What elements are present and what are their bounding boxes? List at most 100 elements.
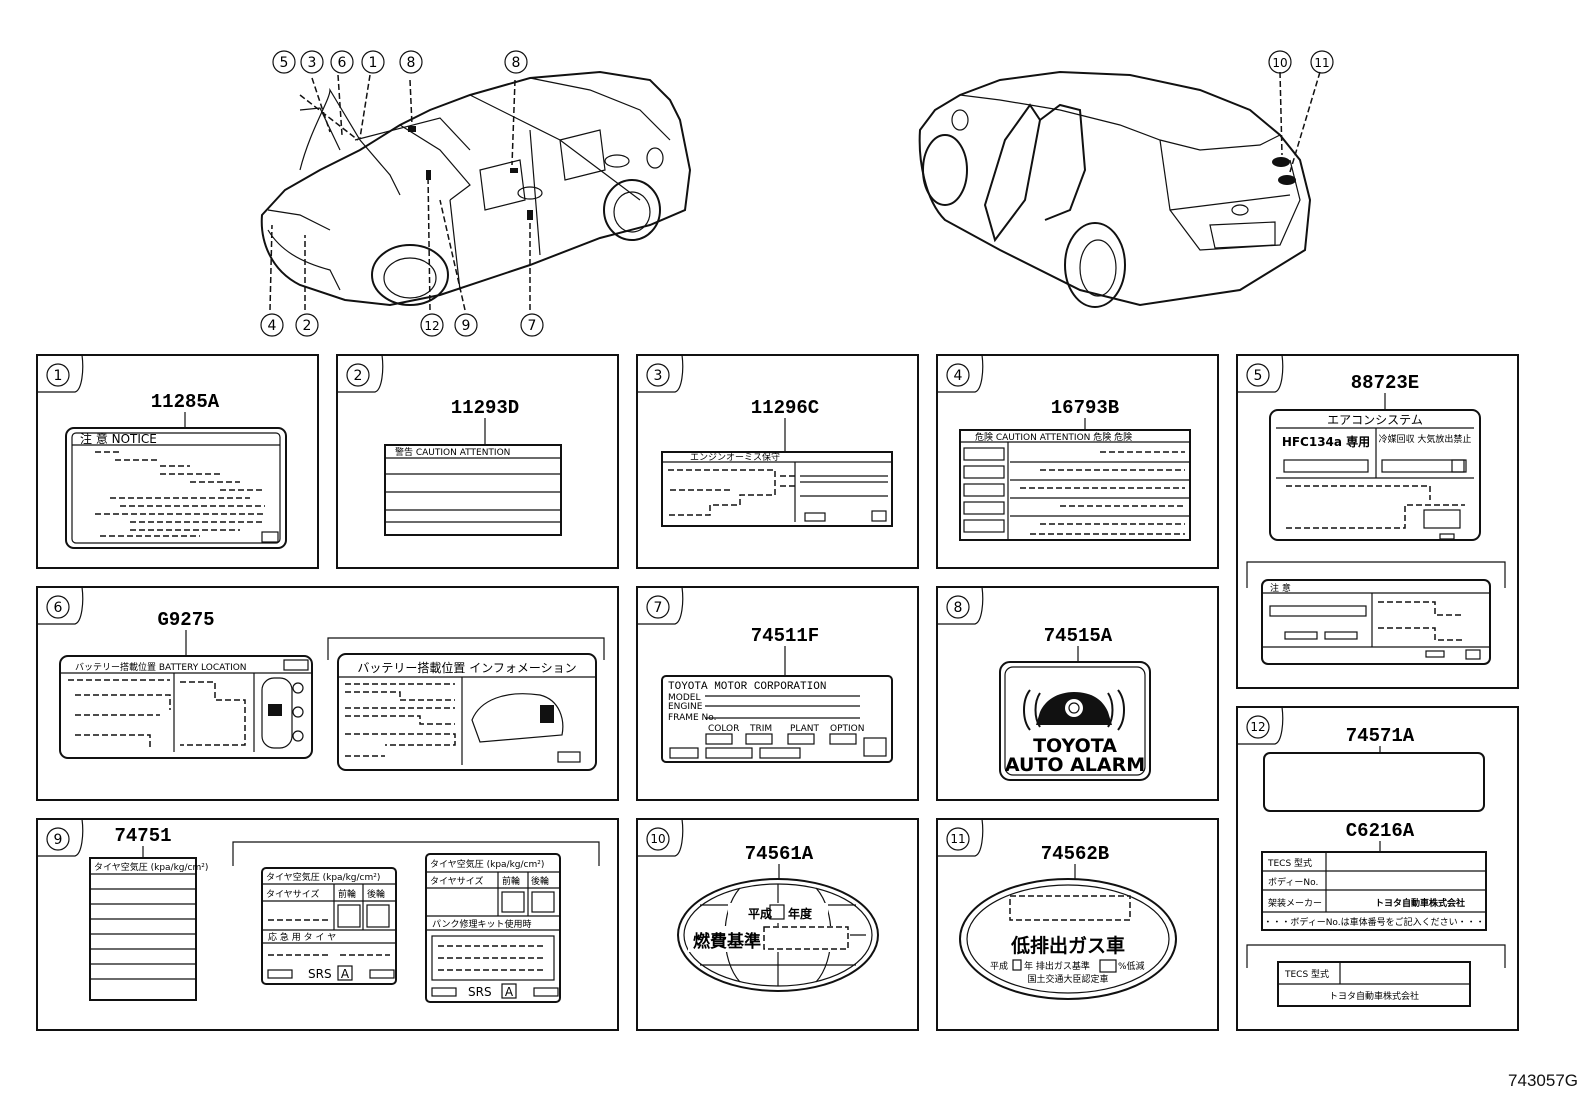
svg-text:前輪: 前輪 (338, 888, 356, 900)
svg-text:7: 7 (528, 318, 537, 334)
svg-text:74571A: 74571A (1346, 725, 1415, 747)
svg-text:トヨタ自動車株式会社: トヨタ自動車株式会社 (1329, 990, 1419, 1002)
svg-text:タイヤサイズ: タイヤサイズ (430, 875, 483, 887)
svg-text:TOYOTA: TOYOTA (1033, 735, 1117, 757)
svg-text:平成: 平成 (748, 906, 772, 921)
svg-text:11: 11 (1314, 56, 1329, 70)
panel-12-body-labels: 74571A C6216A TECS 型式 ボディーNo. 架装メーカー トヨタ… (1246, 725, 1506, 1007)
svg-text:8: 8 (407, 55, 416, 71)
panel-4-danger-label: 16793B 危険 CAUTION ATTENTION 危険 危険 (959, 397, 1191, 541)
panel-6-battery-labels: G9275 バッテリー搭載位置 BATTERY LOCATION バッテリー搭載… (59, 609, 605, 771)
panel-1-notice-label: 11285A 注 意 NOTICE (65, 391, 287, 549)
svg-text:8: 8 (954, 600, 963, 616)
svg-text:5: 5 (280, 55, 289, 71)
svg-text:バッテリー搭載位置 インフォメーション: バッテリー搭載位置 インフォメーション (357, 660, 576, 675)
svg-text:C6216A: C6216A (1346, 820, 1415, 842)
svg-text:エアコンシステム: エアコンシステム (1327, 413, 1423, 427)
svg-text:12: 12 (1250, 720, 1265, 734)
svg-text:ENGINE: ENGINE (668, 702, 703, 712)
callout-7: 7 (520, 313, 544, 337)
callout-11: 11 (1310, 50, 1334, 74)
svg-text:%低減: %低減 (1118, 960, 1145, 972)
svg-text:タイヤ空気圧 (kpa/kg/cm²): タイヤ空気圧 (kpa/kg/cm²) (266, 871, 380, 883)
tab-8: 8 (937, 586, 984, 625)
svg-text:OPTION: OPTION (830, 724, 864, 734)
svg-text:88723E: 88723E (1351, 372, 1419, 394)
svg-text:6: 6 (54, 600, 63, 616)
svg-text:16793B: 16793B (1051, 397, 1119, 419)
svg-text:A: A (341, 967, 350, 981)
svg-text:74515A: 74515A (1044, 625, 1113, 647)
svg-text:3: 3 (308, 55, 317, 71)
svg-text:・・・ボディーNo.は車体番号をご記入ください・・・: ・・・ボディーNo.は車体番号をご記入ください・・・ (1263, 916, 1484, 928)
svg-text:9: 9 (462, 318, 471, 334)
svg-text:74751: 74751 (114, 825, 171, 847)
tab-10: 10 (637, 818, 684, 857)
svg-text:TRIM: TRIM (749, 724, 772, 734)
svg-text:AUTO ALARM: AUTO ALARM (1005, 754, 1145, 776)
svg-text:PLANT: PLANT (790, 724, 820, 734)
svg-text:トヨタ自動車株式会社: トヨタ自動車株式会社 (1375, 897, 1465, 909)
panel-frames (36, 354, 1519, 1031)
svg-text:前輪: 前輪 (502, 875, 520, 887)
tab-2: 2 (337, 354, 384, 393)
tab-5: 5 (1237, 354, 1284, 393)
svg-text:8: 8 (512, 55, 521, 71)
panel-7-identification-plate: 74511F TOYOTA MOTOR CORPORATION MODEL EN… (661, 625, 893, 763)
svg-text:冷媒回収 大気放出禁止: 冷媒回収 大気放出禁止 (1379, 433, 1472, 445)
diagram-code: 743057G (1508, 1071, 1578, 1090)
svg-text:4: 4 (268, 318, 277, 334)
callout-5: 5 (272, 50, 296, 74)
callout-10: 10 (1268, 50, 1292, 74)
callout-2: 2 (295, 313, 319, 337)
svg-text:FRAME No.: FRAME No. (668, 713, 716, 723)
callout-3: 3 (300, 50, 324, 74)
svg-text:COLOR: COLOR (708, 724, 739, 734)
svg-text:タイヤ空気圧 (kpa/kg/cm²): タイヤ空気圧 (kpa/kg/cm²) (94, 861, 208, 873)
svg-text:低排出ガス車: 低排出ガス車 (1010, 934, 1125, 957)
svg-text:警告 CAUTION ATTENTION: 警告 CAUTION ATTENTION (395, 446, 510, 458)
svg-text:11285A: 11285A (151, 391, 220, 413)
callout-6: 6 (330, 50, 354, 74)
tab-3: 3 (637, 354, 684, 393)
tab-9: 9 (37, 818, 84, 857)
svg-text:年 排出ガス基準: 年 排出ガス基準 (1024, 960, 1090, 972)
svg-text:危険 CAUTION ATTENTION 危険 危険: 危険 CAUTION ATTENTION 危険 危険 (975, 431, 1132, 443)
svg-text:後輪: 後輪 (367, 888, 385, 900)
callout-8b: 8 (504, 50, 528, 74)
svg-text:10: 10 (1272, 56, 1287, 70)
callout-1: 1 (361, 50, 385, 74)
svg-text:4: 4 (954, 368, 963, 384)
svg-text:SRS: SRS (308, 967, 332, 981)
panel-3-engine-label: 11296C エンジンオーミス保守 (661, 397, 893, 527)
panel-9-tire-pressure-labels: 74751 タイヤ空気圧 (kpa/kg/cm²) タイヤ空気圧 (kpa/kg… (89, 825, 600, 1003)
tab-1: 1 (37, 354, 84, 393)
tab-7: 7 (637, 586, 684, 625)
front-car-illustration (260, 70, 692, 311)
svg-text:平成: 平成 (990, 960, 1008, 972)
svg-text:TOYOTA MOTOR CORPORATION: TOYOTA MOTOR CORPORATION (668, 681, 826, 693)
svg-text:12: 12 (424, 319, 439, 333)
svg-text:11293D: 11293D (451, 397, 519, 419)
svg-text:架装メーカー: 架装メーカー (1268, 897, 1322, 909)
svg-text:HFC134a 専用: HFC134a 専用 (1282, 434, 1370, 449)
svg-text:6: 6 (338, 55, 347, 71)
svg-text:TECS 型式: TECS 型式 (1284, 968, 1329, 980)
svg-text:2: 2 (354, 368, 363, 384)
svg-text:注 意 NOTICE: 注 意 NOTICE (80, 431, 157, 446)
svg-text:74561A: 74561A (745, 843, 814, 865)
tab-11: 11 (937, 818, 984, 857)
svg-text:後輪: 後輪 (531, 875, 549, 887)
svg-text:国土交通大臣認定車: 国土交通大臣認定車 (1027, 973, 1108, 985)
front-callouts: 5 3 6 1 8 8 4 2 12 9 7 (260, 50, 544, 337)
callout-9: 9 (454, 313, 478, 337)
svg-text:燃費基準: 燃費基準 (693, 931, 761, 952)
svg-text:2: 2 (303, 318, 312, 334)
panel-5-aircon-label: 88723E エアコンシステム HFC134a 専用 冷媒回収 大気放出禁止 注… (1246, 372, 1506, 665)
svg-text:5: 5 (1254, 368, 1263, 384)
panel-index-tabs: 1 2 3 4 5 6 7 8 12 9 10 11 (37, 354, 1284, 857)
panel-8-auto-alarm-sticker: 74515A TOYOTA AUTO ALARM (999, 625, 1151, 781)
svg-text:A: A (505, 985, 514, 999)
svg-text:G9275: G9275 (157, 609, 214, 631)
svg-text:11: 11 (950, 832, 965, 846)
